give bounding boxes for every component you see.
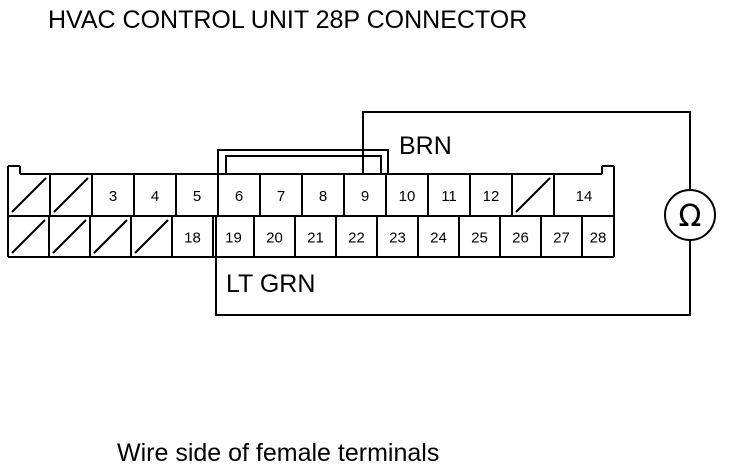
empty-cavity-mark: [515, 177, 551, 213]
terminal-10-label: 10: [399, 188, 416, 205]
terminal-4-label: 4: [151, 188, 159, 205]
terminal-28-label: 28: [590, 230, 607, 247]
brn-wire: [362, 111, 691, 190]
terminal-27-label: 27: [553, 230, 570, 247]
connector-lock-tab: [217, 149, 389, 174]
terminal-14-label: 14: [576, 188, 593, 205]
terminal-cells: 3 4 5 6 7 8 9 10 11 12 14 18 19 20 21 22 23 24 25 26 27 28: [11, 174, 607, 257]
diagram-title: HVAC CONTROL UNIT 28P CONNECTOR: [48, 6, 527, 34]
terminal-20-label: 20: [266, 230, 283, 247]
terminal-23-label: 23: [389, 230, 406, 247]
terminal-25-label: 25: [471, 230, 488, 247]
brn-wire-label: BRN: [399, 132, 452, 160]
empty-cavity-mark: [11, 219, 46, 254]
lt-grn-wire-label: LT GRN: [226, 270, 315, 298]
empty-cavity-mark: [134, 219, 169, 254]
ohm-symbol: Ω: [679, 199, 702, 234]
terminal-6-label: 6: [235, 188, 243, 205]
empty-cavity-mark: [52, 219, 87, 254]
empty-cavity-mark: [93, 219, 128, 254]
empty-cavity-mark: [11, 177, 47, 213]
terminal-21-label: 21: [307, 230, 324, 247]
terminal-8-label: 8: [319, 188, 327, 205]
ohmmeter-icon: Ω: [664, 189, 716, 241]
terminal-3-label: 3: [109, 188, 117, 205]
terminal-26-label: 26: [512, 230, 529, 247]
empty-cavity-mark: [53, 177, 89, 213]
terminal-18-label: 18: [184, 230, 201, 247]
terminal-12-label: 12: [483, 188, 500, 205]
terminal-22-label: 22: [348, 230, 365, 247]
terminal-24-label: 24: [430, 230, 447, 247]
lt-grn-wire: [215, 216, 691, 316]
terminal-9-label: 9: [361, 188, 369, 205]
terminal-19-label: 19: [225, 230, 242, 247]
terminal-5-label: 5: [193, 188, 201, 205]
terminal-7-label: 7: [277, 188, 285, 205]
terminal-11-label: 11: [441, 188, 457, 205]
diagram-caption: Wire side of female terminals: [117, 439, 439, 467]
